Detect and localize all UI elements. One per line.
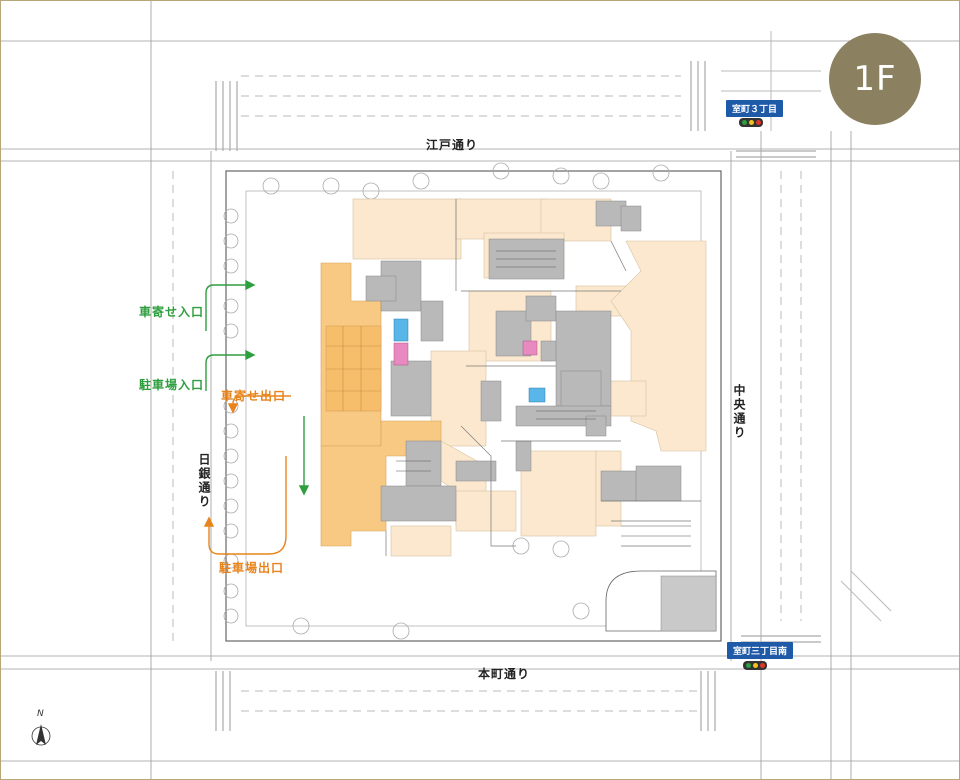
north-arrow-icon (31, 724, 51, 746)
road-label-north: 江戸通り (426, 138, 479, 152)
interior-walls (385, 199, 701, 556)
crosswalk-south (215, 635, 821, 731)
traffic-light-icon (739, 118, 763, 127)
drop-off-entrance-label: 車寄せ入口 (139, 305, 205, 319)
floor-badge: 1F (829, 33, 921, 125)
parking-entrance-label: 駐車場入口 (139, 378, 205, 392)
north-arrow-letter: N (37, 709, 44, 719)
escalators (396, 250, 691, 537)
drop-off-exit-label: 車寄せ出口 (221, 389, 287, 403)
entrance-arrows (205, 279, 310, 496)
restroom-blue (393, 318, 409, 342)
crosswalk-north (215, 61, 816, 158)
intersection-label-north-east: 室町３丁目 (726, 100, 784, 117)
intersection-label-south-east: 室町三丁目南 (727, 642, 794, 659)
restroom-pink (393, 342, 409, 366)
traffic-light-icon (743, 661, 767, 670)
room-blue-center (528, 387, 546, 403)
road-label-east: 中央通り (732, 384, 746, 440)
parking-exit-label: 駐車場出口 (219, 561, 285, 575)
street-trees (223, 162, 670, 640)
exit-arrows (203, 395, 291, 555)
room-pink-center (522, 340, 538, 356)
road-label-west: 日銀通り (197, 453, 211, 509)
lane-markings (172, 75, 802, 712)
road-label-south: 本町通り (478, 667, 531, 681)
